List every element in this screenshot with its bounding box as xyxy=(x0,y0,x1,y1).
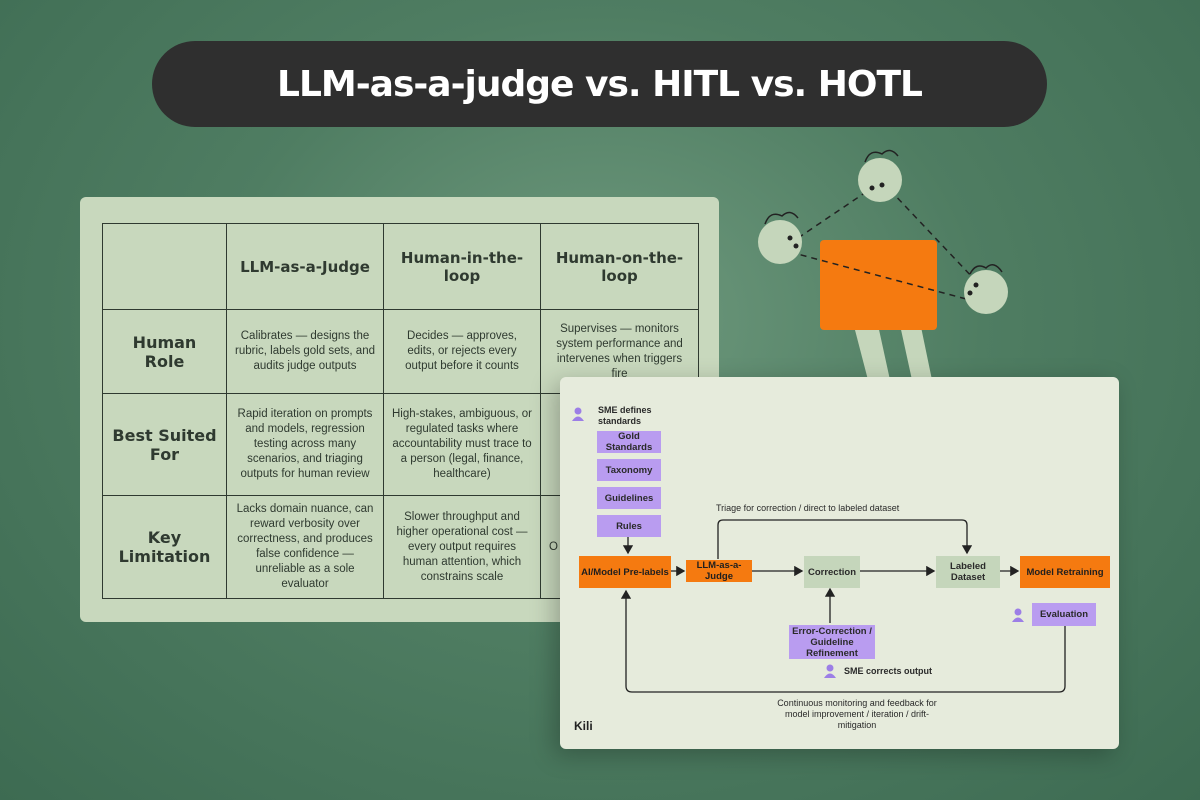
labeled-dataset-box: Labeled Dataset xyxy=(936,556,1000,588)
column-header-hotl: Human-on-the-loop xyxy=(540,223,699,310)
illustration-head xyxy=(964,270,1008,314)
table-cell: High-stakes, ambiguous, or regulated tas… xyxy=(383,393,541,496)
triage-label: Triage for correction / direct to labele… xyxy=(716,503,900,513)
table-row: Human Role Calibrates — designs the rubr… xyxy=(102,309,699,394)
evaluation-box: Evaluation xyxy=(1032,603,1096,626)
correction-box: Correction xyxy=(804,556,860,588)
illustration-head xyxy=(858,158,902,202)
row-header-key-limitation: Key Limitation xyxy=(102,495,227,599)
illustration-link xyxy=(797,187,873,239)
workflow-diagram-card: SME defines standards Gold Standards Tax… xyxy=(560,377,1119,749)
sme-corrects-label: SME corrects output xyxy=(844,666,933,676)
title-bar: LLM-as-a-judge vs. HITL vs. HOTL xyxy=(152,41,1047,127)
taxonomy-box: Taxonomy xyxy=(597,459,661,481)
page-title: LLM-as-a-judge vs. HITL vs. HOTL xyxy=(277,63,923,105)
table-header-row: LLM-as-a-Judge Human-in-the-loop Human-o… xyxy=(102,223,699,310)
gold-standards-box: Gold Standards xyxy=(597,431,661,453)
guidelines-box: Guidelines xyxy=(597,487,661,509)
table-cell: Rapid iteration on prompts and models, r… xyxy=(226,393,384,496)
illustration-leg xyxy=(900,322,932,380)
illustration-link xyxy=(789,251,971,301)
workflow-connectors xyxy=(620,519,1066,693)
illustration-leg xyxy=(855,325,890,380)
row-header-best-suited: Best Suited For xyxy=(102,393,227,496)
team-illustration xyxy=(758,149,1008,380)
sme-defines-label: SME defines standards xyxy=(598,405,652,426)
column-header-llm-judge: LLM-as-a-Judge xyxy=(226,223,384,310)
person-icon xyxy=(1012,608,1024,622)
person-icon xyxy=(572,407,584,421)
table-cell: Decides — approves, edits, or rejects ev… xyxy=(383,309,541,394)
person-icon xyxy=(824,664,836,678)
error-correction-box: Error-Correction / Guideline Refinement xyxy=(789,625,875,659)
table-cell: Calibrates — designs the rubric, labels … xyxy=(226,309,384,394)
illustration-link xyxy=(889,189,976,281)
row-header-human-role: Human Role xyxy=(102,309,227,394)
table-corner-cell xyxy=(102,223,227,310)
prelabels-box: AI/Model Pre-labels xyxy=(579,556,671,588)
illustration-head xyxy=(758,220,802,264)
illustration-box xyxy=(820,240,937,330)
rules-box: Rules xyxy=(597,515,661,537)
feedback-label: Continuous monitoring and feedback for m… xyxy=(777,698,937,730)
table-cell: Slower throughput and higher operational… xyxy=(383,495,541,599)
table-cell: Lacks domain nuance, can reward verbosit… xyxy=(226,495,384,599)
model-retraining-box: Model Retraining xyxy=(1020,556,1110,588)
column-header-hitl: Human-in-the-loop xyxy=(383,223,541,310)
brand-logo: Kili xyxy=(574,719,593,733)
llm-judge-box: LLM-as-a-Judge xyxy=(686,560,752,582)
